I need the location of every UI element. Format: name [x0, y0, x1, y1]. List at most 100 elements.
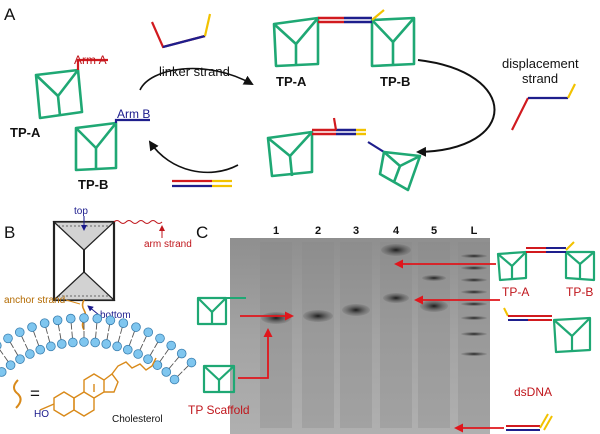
- lipid-head: [65, 313, 76, 324]
- lipid-head: [176, 348, 187, 359]
- lipid-head: [5, 360, 16, 370]
- displacement-arrow: [416, 59, 496, 157]
- lipid-bilayer-membrane: [0, 313, 197, 385]
- gel-band: [461, 302, 487, 306]
- gel-image: [230, 238, 490, 434]
- tp-dimer-icon: [272, 9, 416, 68]
- lipid-head: [155, 333, 165, 344]
- tp-b-monomer-icon: [74, 118, 150, 172]
- dimer-tp-a-label: TP-A: [276, 74, 307, 89]
- gel-band: [383, 293, 409, 303]
- lipid-head: [25, 349, 35, 359]
- arm-strand-label: arm strand: [144, 239, 192, 250]
- cholesterol-squiggle-icon: [13, 379, 22, 409]
- arm-strand-shape: [113, 220, 163, 224]
- linker-strand-shape: [150, 13, 212, 49]
- lipid-head: [131, 322, 141, 332]
- displacement-label-line1: displacement: [502, 56, 579, 71]
- gel-band: [420, 300, 448, 312]
- gel-band: [461, 352, 487, 356]
- gel-tp-a-label: TP-A: [502, 285, 529, 299]
- lipid-head: [35, 344, 46, 355]
- gel-band: [461, 278, 487, 282]
- panel-a-label: A: [4, 5, 16, 24]
- gel-dsdna-icon: [506, 413, 553, 431]
- released-dsdna-shape: [172, 179, 232, 188]
- gel-band: [461, 254, 487, 258]
- lipid-head: [92, 313, 103, 324]
- lipid-head: [3, 333, 13, 344]
- lipid-head: [90, 337, 100, 348]
- dsdna-label: dsDNA: [514, 385, 552, 399]
- lipid-head: [27, 322, 37, 332]
- prism-scaffold-icon: [52, 220, 116, 302]
- product-complex-icon: [266, 117, 422, 192]
- lipid-head: [0, 367, 7, 377]
- lipid-head: [169, 374, 180, 385]
- lipid-head: [101, 339, 112, 349]
- gel-lane: [380, 242, 412, 428]
- tp-a-monomer-icon: [34, 58, 108, 120]
- lane-label: 2: [315, 225, 321, 237]
- gel-lane: [418, 242, 450, 428]
- bottom-label: bottom: [100, 310, 131, 321]
- cholesterol-label: Cholesterol: [112, 414, 163, 425]
- lane-label: 1: [273, 225, 279, 237]
- lipid-head: [79, 337, 89, 347]
- lipid-head: [161, 367, 172, 377]
- lipid-tail: [0, 349, 4, 355]
- lipid-head: [14, 327, 25, 338]
- cholesterol-equals: =: [30, 384, 40, 403]
- lane-label: 5: [431, 225, 437, 237]
- gel-lane: [302, 242, 334, 428]
- svg-text:HO: HO: [34, 409, 49, 420]
- cholesterol-structure-icon: [39, 357, 157, 417]
- lipid-head: [186, 357, 197, 368]
- panel-a: A Arm A TP-A Arm B TP-B linker strand: [4, 5, 579, 192]
- lipid-head: [52, 315, 63, 326]
- gel-band: [422, 275, 446, 281]
- tp-scaffold-band-icon: [196, 296, 246, 326]
- gel-band: [303, 310, 333, 322]
- displacement-strand-shape: [511, 83, 576, 131]
- arrow-scaffold-band: [238, 328, 273, 379]
- lipid-head: [143, 354, 153, 364]
- gel-band: [381, 244, 411, 256]
- displacement-label-line2: strand: [522, 71, 558, 86]
- gel-band: [461, 332, 487, 336]
- lipid-head: [166, 340, 176, 351]
- lipid-head: [46, 341, 56, 352]
- top-label: top: [74, 206, 88, 217]
- lipid-head: [133, 349, 143, 359]
- gel-dimer-icon: [496, 241, 596, 282]
- tp-a-label: TP-A: [10, 125, 41, 140]
- lane-labels: 1 2 3 4 5 L: [273, 225, 478, 237]
- lipid-head: [112, 341, 122, 352]
- lane-label: L: [471, 225, 478, 237]
- gel-band: [261, 312, 291, 324]
- gel-band: [461, 290, 487, 294]
- gel-band: [461, 266, 487, 270]
- gel-bands: [261, 244, 487, 356]
- lane-label: 3: [353, 225, 359, 237]
- lipid-head: [105, 315, 116, 326]
- return-arrow: [148, 140, 239, 174]
- panel-c-label: C: [196, 223, 208, 242]
- arm-b-label: Arm B: [117, 107, 150, 121]
- lipid-head: [0, 341, 2, 350]
- lane-label: 4: [393, 225, 400, 237]
- dimer-tp-b-label: TP-B: [380, 74, 410, 89]
- gel-tp-b-label: TP-B: [566, 285, 593, 299]
- lipid-head: [15, 354, 25, 364]
- anchor-strand-label: anchor strand: [4, 295, 65, 306]
- lipid-head: [39, 318, 50, 328]
- gel-lane: [260, 242, 292, 428]
- lipid-head: [143, 327, 154, 338]
- panel-b: B top arm strand bottom anchor strand =: [0, 206, 197, 425]
- gel-band: [461, 316, 487, 320]
- gel-lane: [340, 242, 372, 428]
- linker-strand-label: linker strand: [159, 64, 230, 79]
- lipid-head: [122, 344, 133, 355]
